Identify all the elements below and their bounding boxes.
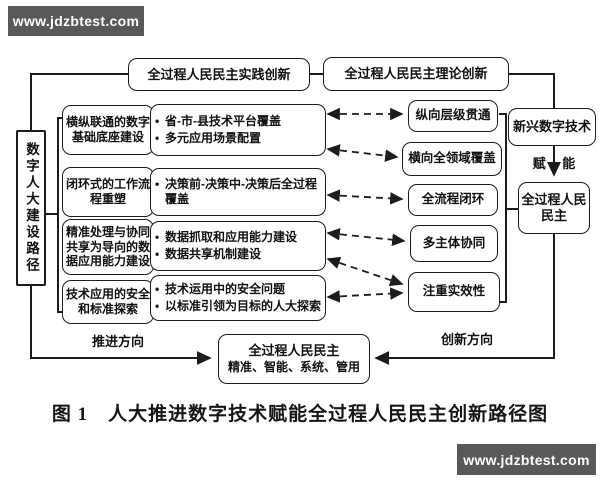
bullet-item: 决策前-决策中-决策后全过程覆盖 — [152, 177, 323, 208]
row-label-2: 闭环式的工作流程重塑 — [62, 167, 154, 217]
result-line-2: 精准、智能、系统、管用 — [227, 360, 360, 375]
bullet-item: 省-市-县技术平台覆盖 — [152, 114, 323, 130]
feature-horizontal-coverage: 横向全领域覆盖 — [402, 142, 502, 176]
bullet-item: 以标准引领为目标的人大探索 — [152, 299, 323, 315]
bullet-item: 数据共享机制建设 — [152, 247, 323, 263]
feature-multi-actor: 多主体协同 — [410, 225, 498, 262]
bullet-item: 多元应用场景配置 — [152, 131, 323, 147]
box-practice-innovation: 全过程人民民主实践创新 — [128, 58, 310, 91]
row-label-4: 技术应用的安全和标准探索 — [62, 280, 154, 324]
row-label-3: 精准处理与协同共享为导向的数据应用能力建设 — [62, 219, 154, 275]
row-bullets-4: 技术运用中的安全问题 以标准引领为目标的人大探索 — [150, 275, 326, 321]
label-promote-direction: 推进方向 — [92, 334, 145, 349]
box-theory-innovation: 全过程人民民主理论创新 — [323, 57, 509, 91]
watermark-bottom: www.jdzbtest.com — [457, 444, 596, 475]
box-democracy-result: 全过程人民民主 精准、智能、系统、管用 — [218, 334, 370, 384]
box-digital-npc-path: 数字人大建设路径 — [16, 130, 46, 286]
feature-vertical-connect: 纵向层级贯通 — [408, 100, 498, 132]
row-label-1: 横纵联通的数字基础底座建设 — [62, 105, 154, 155]
box-whole-process-democracy: 全过程人民民主 — [518, 182, 590, 234]
feature-effectiveness: 注重实效性 — [408, 272, 500, 312]
box-emerging-tech: 新兴数字技术 — [508, 108, 596, 146]
watermark-top: www.jdzbtest.com — [8, 6, 144, 36]
row-bullets-3: 数据抓取和应用能力建设 数据共享机制建设 — [150, 221, 326, 271]
feature-closed-loop: 全流程闭环 — [408, 184, 498, 216]
bullet-item: 技术运用中的安全问题 — [152, 282, 323, 298]
figure-caption: 图 1 人大推进数字技术赋能全过程人民民主创新路径图 — [51, 404, 549, 425]
row-bullets-2: 决策前-决策中-决策后全过程覆盖 — [150, 168, 326, 216]
row-bullets-1: 省-市-县技术平台覆盖 多元应用场景配置 — [150, 104, 326, 156]
bullet-item: 数据抓取和应用能力建设 — [152, 230, 323, 246]
label-innovation-direction: 创新方向 — [441, 332, 494, 347]
label-empower: 赋 能 — [532, 156, 576, 171]
result-line-1: 全过程人民民主 — [248, 343, 340, 359]
